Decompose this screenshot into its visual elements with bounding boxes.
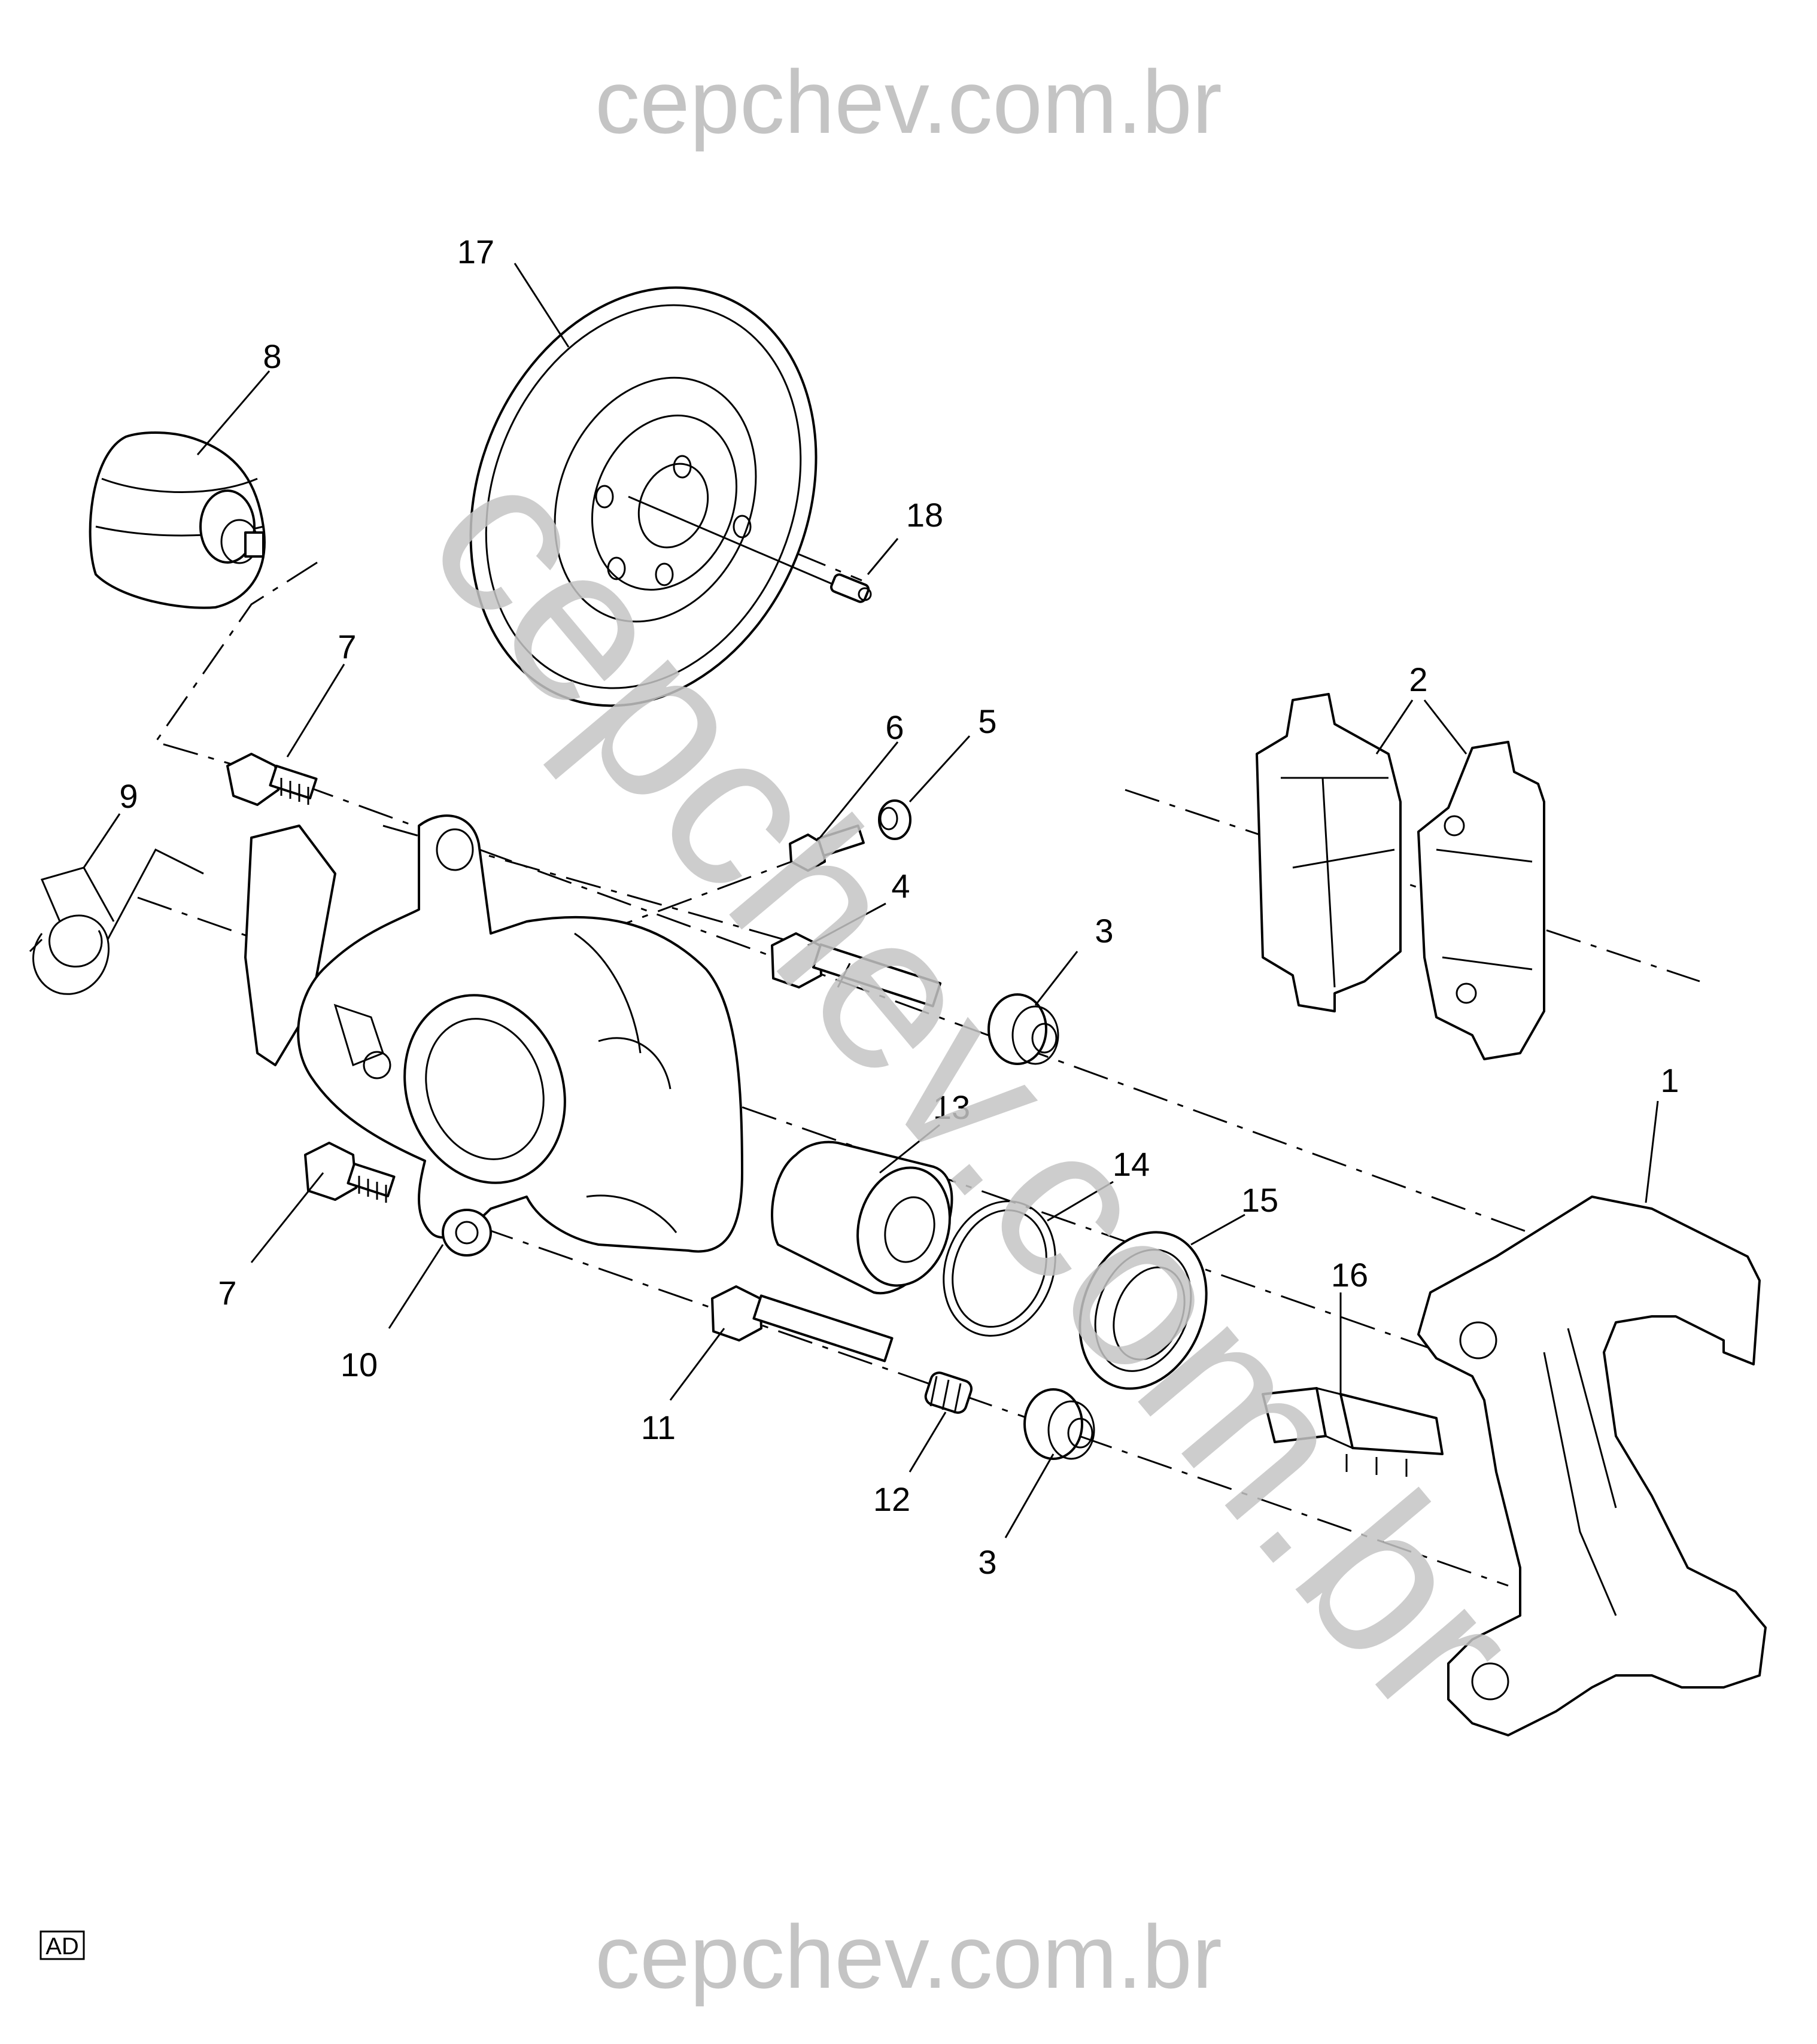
- callout-14: 14: [1113, 1145, 1150, 1183]
- guide-pin-bushing: [924, 1371, 973, 1414]
- callout-12: 12: [873, 1480, 910, 1518]
- caliper-bracket: [1417, 1196, 1767, 1736]
- callout-5: 5: [978, 702, 996, 740]
- guide-pin-boot-lower: [1023, 1388, 1095, 1460]
- watermark-bottom: cepchev.com.br: [595, 1906, 1222, 2007]
- callout-10: 10: [341, 1346, 378, 1383]
- caliper-piston: [771, 1140, 953, 1295]
- bleeder-cap: [878, 799, 911, 840]
- callout-2: 2: [1409, 661, 1427, 698]
- callout-13: 13: [933, 1088, 970, 1126]
- caliper-housing: [244, 814, 743, 1257]
- callout-1: 1: [1660, 1061, 1679, 1099]
- caliper-spring: [29, 848, 204, 995]
- watermark-top: cepchev.com.br: [595, 51, 1222, 152]
- piston-dust-boot: [1078, 1231, 1208, 1390]
- guide-pin-boot-upper: [988, 993, 1059, 1065]
- callout-3-lower: 3: [978, 1543, 996, 1581]
- callout-3-upper: 3: [1095, 912, 1113, 950]
- pad-clips: [1262, 1387, 1444, 1477]
- callout-17: 17: [457, 233, 494, 270]
- callout-4: 4: [891, 867, 910, 905]
- brake-disc: [469, 286, 818, 707]
- callout-7-upper: 7: [338, 628, 356, 665]
- callout-15: 15: [1241, 1181, 1278, 1219]
- brake-pads: [1256, 693, 1545, 1060]
- callout-16: 16: [1331, 1256, 1368, 1294]
- ad-badge: AD: [40, 1930, 85, 1960]
- ad-badge-label: AD: [45, 1933, 79, 1960]
- guide-pin-lower: [711, 1285, 894, 1362]
- callout-8: 8: [263, 337, 281, 375]
- callout-9: 9: [119, 777, 138, 815]
- callout-11: 11: [641, 1409, 676, 1446]
- caliper-bolt-upper: [226, 753, 318, 806]
- callout-18: 18: [906, 496, 943, 534]
- caliper-bolt-lower: [304, 1142, 396, 1203]
- callout-6: 6: [885, 708, 904, 746]
- guide-pin-upper: [771, 932, 942, 1008]
- piston-seal: [943, 1200, 1056, 1337]
- bolt-cap: [89, 431, 266, 609]
- callout-labels: 17 8 18 7 9 6 5 4 3 2 13 14 15 1 16 7 10…: [119, 233, 1679, 1581]
- bleeder-valve: [789, 824, 865, 872]
- callout-7-lower: 7: [218, 1274, 236, 1312]
- callout-leaders: [83, 263, 1659, 1538]
- disc-retaining-screw: [628, 495, 872, 603]
